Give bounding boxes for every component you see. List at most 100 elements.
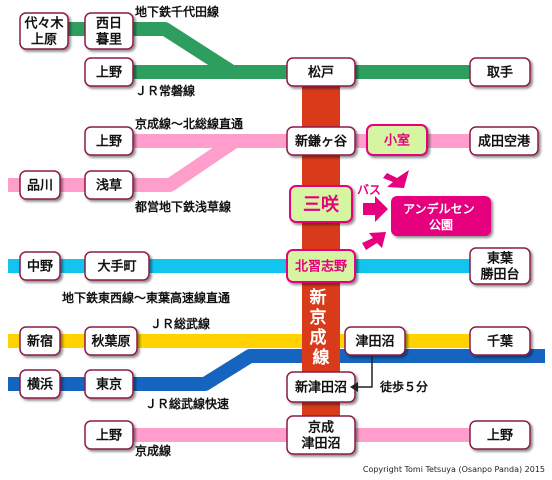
station-ueno-2[interactable]: 上野 <box>84 126 134 156</box>
destination-andersen-park[interactable]: アンデルセン 公園 <box>391 196 491 236</box>
station-box <box>19 12 69 50</box>
station-box <box>286 415 356 455</box>
sobu-line-label: ＪＲ総武線 <box>150 316 210 331</box>
station-kita-narashino[interactable]: 北習志野 <box>286 249 356 283</box>
station-tokyo[interactable]: 東京 <box>84 369 134 399</box>
line-labels: 地下鉄千代田線 ＪＲ常磐線 京成線～北総線直通 都営地下鉄浅草線 地下鉄東西線～… <box>62 4 243 458</box>
station-matsudo[interactable]: 松戸 <box>286 57 356 87</box>
station-box <box>344 326 406 356</box>
copyright: Copyright Tomi Tetsuya (Osanpo Panda) 20… <box>363 465 545 474</box>
station-name: 新宿 <box>27 334 53 350</box>
station-box <box>84 326 138 356</box>
station-ueno-4[interactable]: 上野 <box>469 420 531 450</box>
bus-label: バス <box>357 183 381 197</box>
station-keisei-tsudanuma[interactable]: 京成津田沼 <box>286 415 356 455</box>
station-box <box>286 249 356 283</box>
station-shinagawa[interactable]: 品川 <box>19 170 61 200</box>
station-shin-kamagaya[interactable]: 新鎌ヶ谷 <box>286 126 356 156</box>
station-box <box>286 126 356 156</box>
station-box <box>84 170 134 200</box>
walk-arrow-icon <box>350 382 358 392</box>
sobu-rapid-label: ＪＲ総武線快速 <box>145 396 229 411</box>
station-box <box>84 420 134 450</box>
station-shinjuku[interactable]: 新宿 <box>19 326 61 356</box>
station-name: 代々木上原 <box>23 16 64 48</box>
station-box <box>469 420 531 450</box>
station-name: 東京 <box>96 377 122 393</box>
station-name: 上野 <box>96 66 122 81</box>
bus-arrow-icon <box>383 170 409 188</box>
station-box <box>289 185 353 223</box>
station-tsudanuma[interactable]: 津田沼 <box>344 326 406 356</box>
station-name: 東葉勝田台 <box>480 251 519 283</box>
station-box <box>84 57 134 87</box>
station-akihabara[interactable]: 秋葉原 <box>84 326 138 356</box>
destination-box <box>391 196 491 236</box>
station-box <box>286 57 356 87</box>
asakusa-line <box>8 135 239 192</box>
station-name: 品川 <box>27 179 53 194</box>
station-asakusa[interactable]: 浅草 <box>84 170 134 200</box>
station-name: 上野 <box>487 429 513 444</box>
station-name: 成田空港 <box>478 134 531 150</box>
station-box <box>366 124 428 156</box>
station-toride[interactable]: 取手 <box>469 57 531 87</box>
station-name: 北習志野 <box>295 259 347 275</box>
station-komuro[interactable]: 小室 <box>366 124 428 156</box>
station-nakano[interactable]: 中野 <box>19 251 61 281</box>
keisei-main-label: 京成線 <box>135 443 171 458</box>
station-box <box>84 251 150 281</box>
station-name: 上野 <box>96 429 122 444</box>
station-name: 秋葉原 <box>91 334 130 350</box>
tozai-line-label: 地下鉄東西線～東葉高速線直通 <box>62 290 230 305</box>
station-name: 千葉 <box>487 334 514 350</box>
station-box <box>19 326 61 356</box>
bus-arrow-icon-lower <box>362 232 386 250</box>
asakusa-line-label: 都営地下鉄浅草線 <box>134 199 231 214</box>
station-name: 大手町 <box>97 259 136 275</box>
shinkeisei-line-label: 新 京 成 線 <box>310 287 333 368</box>
station-yoyogi-uehara[interactable]: 代々木上原 <box>19 12 69 50</box>
station-box <box>19 251 61 281</box>
joban-line-label: ＪＲ常磐線 <box>135 83 195 98</box>
keisei-hokuso-label: 京成線～北総線直通 <box>135 116 243 131</box>
station-name: 小室 <box>384 133 410 149</box>
station-name: 浅草 <box>96 178 122 194</box>
station-box <box>84 126 134 156</box>
station-name: 中野 <box>27 259 53 275</box>
station-box <box>19 369 61 399</box>
station-toyo-katsutadai[interactable]: 東葉勝田台 <box>469 247 531 285</box>
station-ueno-3[interactable]: 上野 <box>84 420 134 450</box>
station-shin-tsudanuma[interactable]: 新津田沼 <box>286 371 356 403</box>
station-nishi-nippori[interactable]: 西日暮里 <box>84 12 134 50</box>
station-ueno-1[interactable]: 上野 <box>84 57 134 87</box>
station-otemachi[interactable]: 大手町 <box>84 251 150 281</box>
walk-label: 徒歩５分 <box>379 379 428 394</box>
station-box <box>84 369 134 399</box>
station-box <box>469 326 531 356</box>
stations: 代々木上原西日暮里上野松戸取手上野新鎌ヶ谷小室成田空港品川浅草三咲中野大手町北習… <box>19 12 539 455</box>
chiyoda-line-label: 地下鉄千代田線 <box>135 4 219 19</box>
station-chiba[interactable]: 千葉 <box>469 326 531 356</box>
walk-connector: 徒歩５分 <box>350 356 428 394</box>
station-box <box>469 126 539 156</box>
station-name: 新鎌ヶ谷 <box>295 134 348 150</box>
station-box <box>84 12 134 50</box>
station-name: 取手 <box>487 65 513 81</box>
station-narita-airport[interactable]: 成田空港 <box>469 126 539 156</box>
station-name: 松戸 <box>308 65 334 81</box>
station-box <box>19 170 61 200</box>
station-name: 新津田沼 <box>295 380 347 396</box>
station-name: 西日暮里 <box>95 17 122 48</box>
station-name: 津田沼 <box>355 334 394 350</box>
station-yokohama[interactable]: 横浜 <box>19 369 61 399</box>
station-misaki[interactable]: 三咲 <box>289 185 353 223</box>
bus-arrow-icon-center <box>363 196 388 222</box>
bus-arrows: バス <box>357 170 409 250</box>
station-box <box>469 57 531 87</box>
destination-label: アンデルセン 公園 <box>403 201 479 232</box>
station-name: 上野 <box>96 135 122 150</box>
station-box <box>469 247 531 285</box>
station-name: 三咲 <box>303 193 340 215</box>
